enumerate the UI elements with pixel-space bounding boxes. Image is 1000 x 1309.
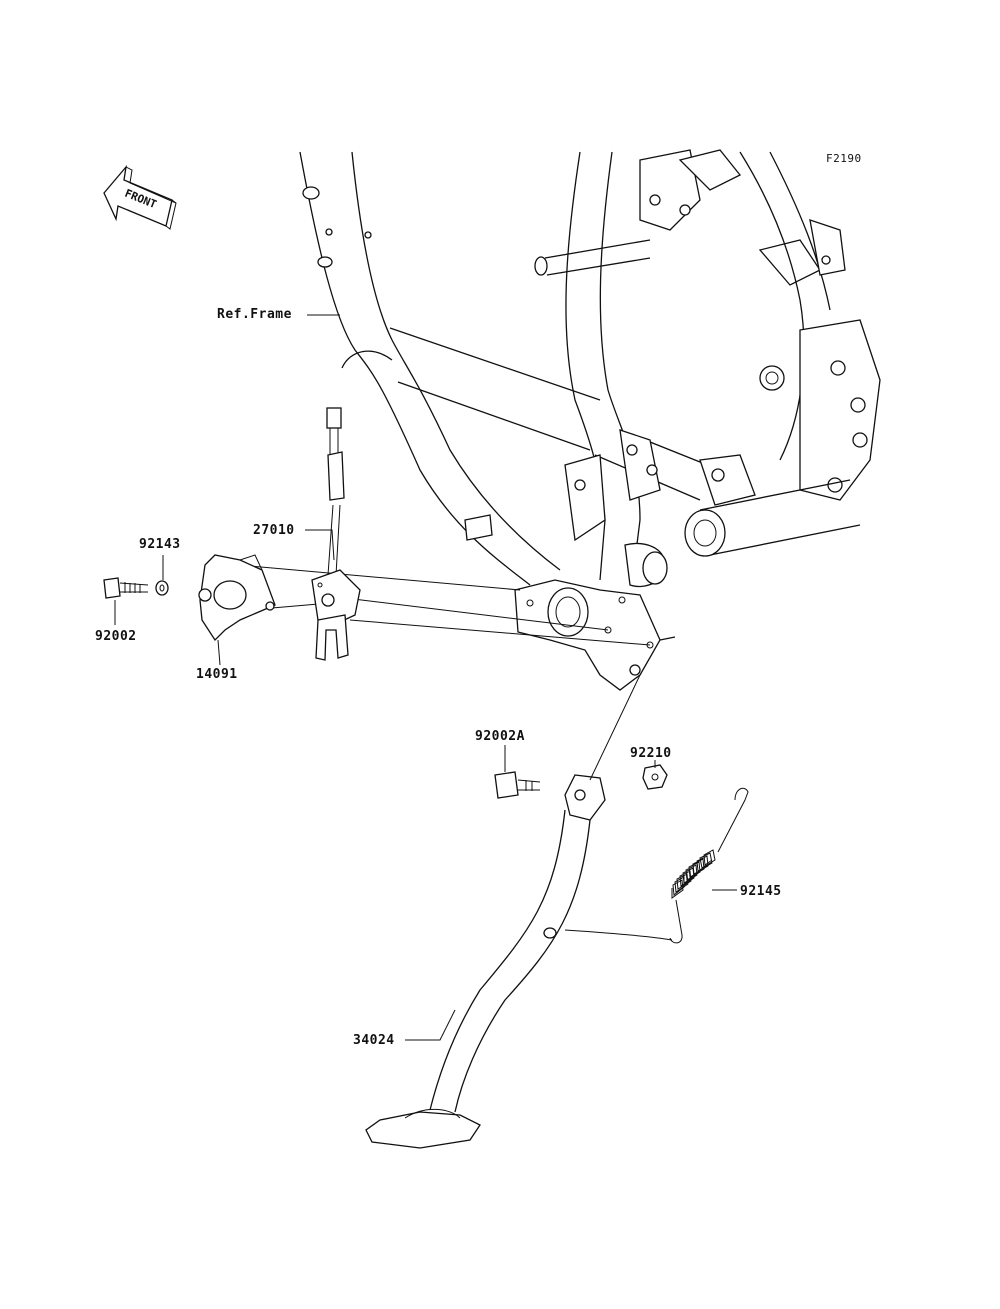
figure-code: F2190 bbox=[826, 152, 862, 165]
label-92002: 92002 bbox=[95, 629, 137, 644]
nut-92210 bbox=[642, 764, 668, 790]
bolt-92002 bbox=[103, 577, 149, 599]
label-92210: 92210 bbox=[630, 746, 672, 761]
front-arrow-icon: FRONT bbox=[103, 164, 177, 230]
label-27010: 27010 bbox=[253, 523, 295, 538]
switch-cover-14091 bbox=[198, 554, 276, 642]
spring-92145 bbox=[564, 787, 749, 944]
label-92145: 92145 bbox=[740, 884, 782, 899]
ref-frame bbox=[299, 149, 881, 588]
side-stand-switch-27010 bbox=[311, 407, 361, 661]
side-stand-34024 bbox=[365, 774, 606, 1149]
label-92002a: 92002A bbox=[475, 729, 525, 744]
label-92143: 92143 bbox=[139, 537, 181, 552]
bolt-92002a bbox=[494, 771, 541, 799]
stand-bracket bbox=[514, 579, 676, 691]
washer-92143 bbox=[155, 580, 169, 596]
label-14091: 14091 bbox=[196, 667, 238, 682]
label-ref-frame: Ref.Frame bbox=[217, 307, 292, 322]
label-34024: 34024 bbox=[353, 1033, 395, 1048]
